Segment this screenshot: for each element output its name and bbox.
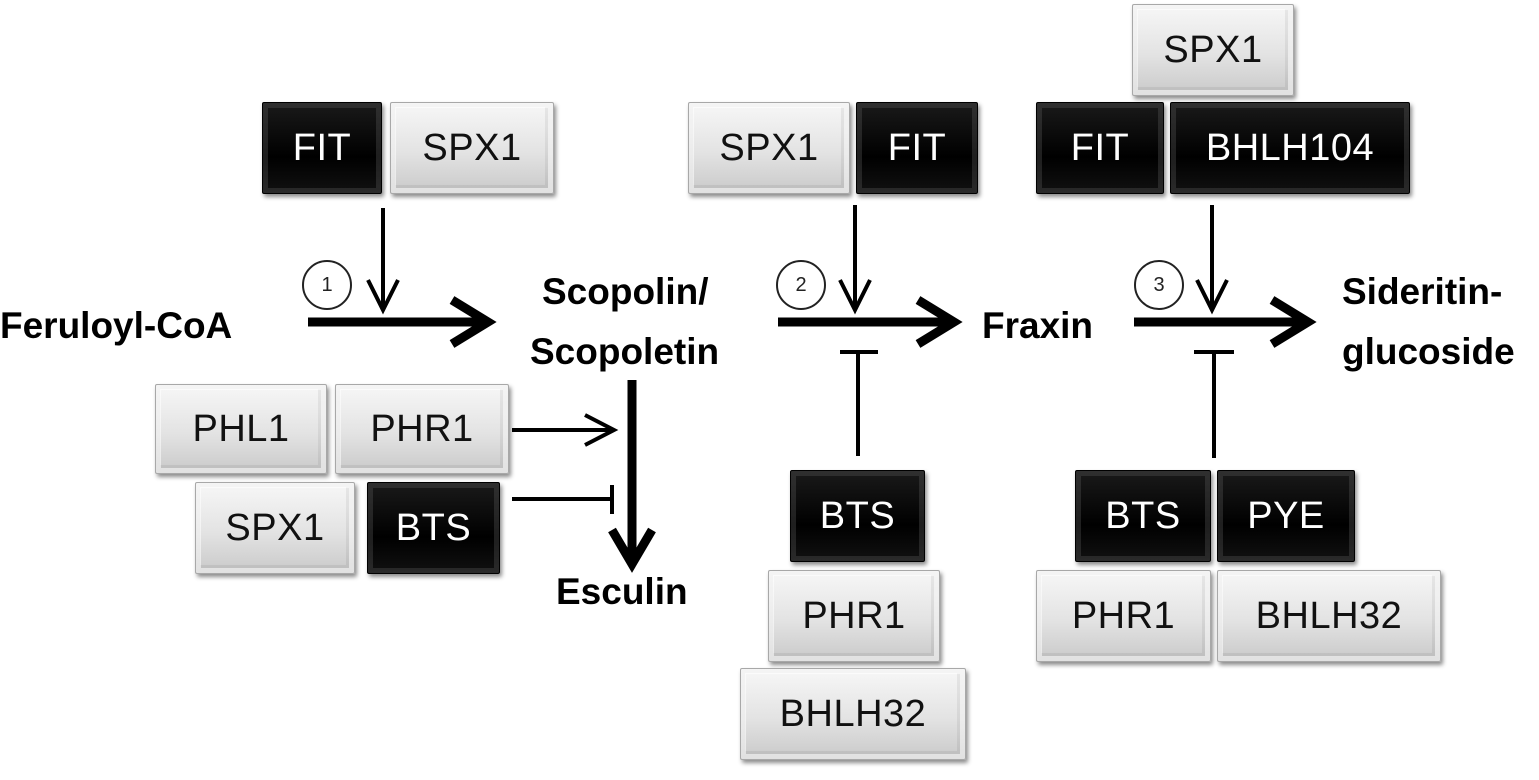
inhibition-bar-esculin xyxy=(512,485,614,514)
pathway-arrow-esculin xyxy=(608,380,656,573)
regulator-phr1-esculin: PHR1 xyxy=(335,384,509,474)
step-1-badge: 1 xyxy=(302,260,352,310)
activation-arrow-2 xyxy=(838,205,872,315)
regulator-fit-step3: FIT xyxy=(1036,102,1164,194)
regulator-bhlh104: BHLH104 xyxy=(1170,102,1410,194)
metabolite-sideritin-line2: glucoside xyxy=(1342,331,1515,372)
pathway-arrow-2 xyxy=(778,296,963,348)
regulator-spx1-esculin: SPX1 xyxy=(195,482,355,574)
metabolite-sideritin-line1: Sideritin- xyxy=(1342,271,1503,312)
activation-arrow-1 xyxy=(366,208,400,315)
regulator-bts-esculin: BTS xyxy=(367,482,500,574)
regulator-fit-step2: FIT xyxy=(856,102,978,194)
regulator-fit-step1: FIT xyxy=(262,102,382,194)
pathway-arrow-3 xyxy=(1134,296,1317,348)
regulator-spx1-step2: SPX1 xyxy=(688,102,850,194)
step-2-badge: 2 xyxy=(776,260,826,310)
inhibition-bar-3 xyxy=(1194,350,1234,458)
metabolite-feruloyl-coa: Feruloyl-CoA xyxy=(0,305,233,346)
regulator-spx1-step1: SPX1 xyxy=(390,102,554,194)
regulator-phr1-step2: PHR1 xyxy=(768,570,940,662)
regulator-pye: PYE xyxy=(1217,470,1355,562)
metabolite-scopolin-line2: Scopoletin xyxy=(530,331,720,372)
regulator-spx1-step3: SPX1 xyxy=(1132,4,1294,96)
activation-arrow-3 xyxy=(1195,205,1229,315)
activation-arrow-esculin xyxy=(512,413,619,447)
pathway-arrow-1 xyxy=(308,296,497,348)
regulator-phr1-step3: PHR1 xyxy=(1036,570,1211,662)
step-3-badge: 3 xyxy=(1134,260,1184,310)
metabolite-esculin: Esculin xyxy=(556,571,688,612)
regulator-phl1: PHL1 xyxy=(155,384,327,474)
regulator-bhlh32-step3: BHLH32 xyxy=(1217,570,1441,662)
regulator-bhlh32-step2: BHLH32 xyxy=(740,668,966,760)
regulator-bts-step3: BTS xyxy=(1075,470,1211,562)
regulator-bts-step2: BTS xyxy=(790,470,925,562)
metabolite-fraxin: Fraxin xyxy=(982,305,1094,346)
metabolite-scopolin-line1: Scopolin/ xyxy=(542,271,709,312)
inhibition-bar-2 xyxy=(840,350,878,456)
